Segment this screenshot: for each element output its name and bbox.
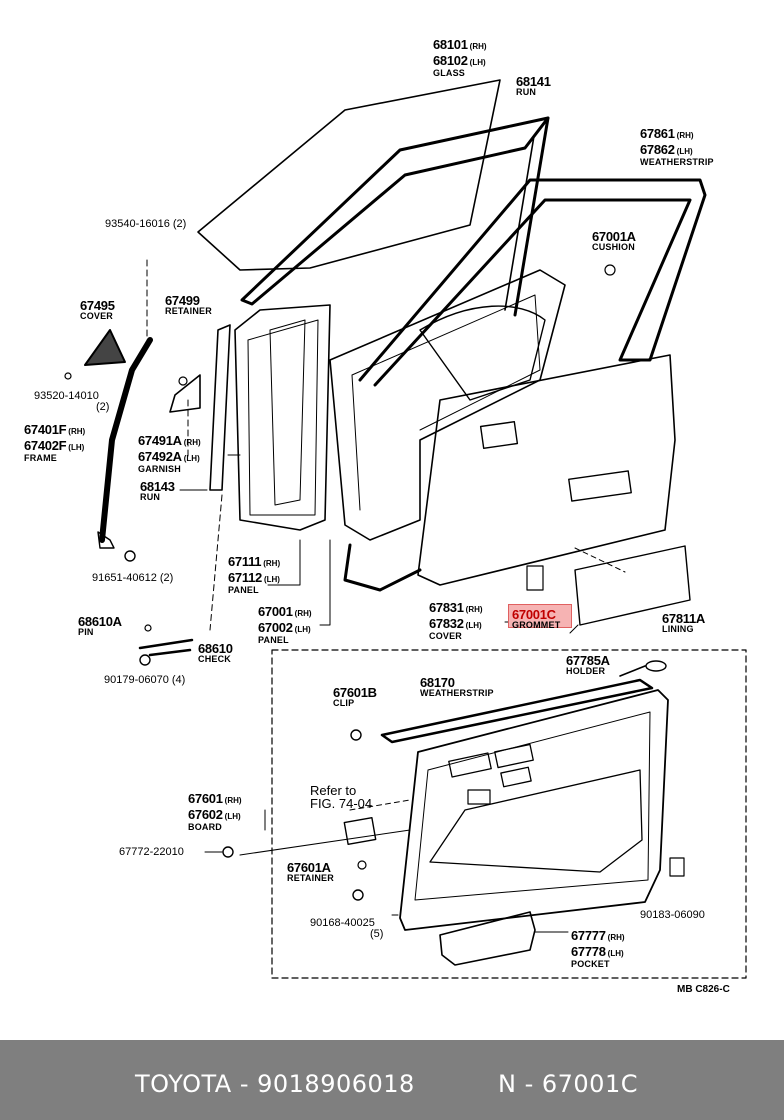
label-bolt-90179: 90179-06070 (4) (104, 674, 186, 686)
label-cover-67831: 67831(RH) 67832(LH) COVER (429, 600, 483, 641)
footer-brand-part-number: TOYOTA - 9018906018 (135, 1070, 415, 1098)
label-panel-67001: 67001(RH) 67002(LH) PANEL (258, 604, 312, 645)
label-run-68141: 68141 RUN (516, 74, 551, 97)
label-run-68143: 68143 RUN (140, 479, 175, 502)
label-grommet: 67001C GROMMET (512, 607, 561, 630)
label-bolt-91651: 91651-40612 (2) (92, 572, 174, 584)
label-cover-67495: 67495 COVER (80, 298, 115, 321)
label-frame: 67401F(RH) 67402F(LH) FRAME (24, 422, 86, 463)
label-weatherstrip-67861: 67861(RH) 67862(LH) WEATHERSTRIP (640, 126, 714, 167)
label-retainer-67499: 67499 RETAINER (165, 293, 212, 316)
label-lining: 67811A LINING (662, 611, 706, 634)
exploded-parts-diagram (64, 79, 747, 979)
label-board: 67601(RH) 67602(LH) BOARD (188, 791, 242, 832)
label-pocket: 67777(RH) 67778(LH) POCKET (571, 928, 625, 969)
label-screw-93520: 93520-14010 (2) (34, 390, 110, 413)
label-glass: 68101(RH) 68102(LH) GLASS (433, 37, 487, 78)
label-weatherstrip-68170: 68170 WEATHERSTRIP (420, 675, 494, 698)
label-clip-90183: 90183-06090 (640, 909, 705, 921)
label-screw-93540: 93540-16016 (2) (105, 218, 187, 230)
label-retainer-67601a: 67601A RETAINER (287, 860, 334, 883)
diagram-code: MB C826-C (677, 984, 730, 995)
label-screw-90168: 90168-40025 (5) (310, 917, 384, 940)
highlight-grommet (508, 604, 572, 628)
label-panel-67111: 67111(RH) 67112(LH) PANEL (228, 554, 281, 595)
label-cushion: 67001A CUSHION (592, 229, 636, 252)
label-bolt-67772: 67772-22010 (119, 846, 184, 858)
footer-bar: TOYOTA - 9018906018 N - 67001C (0, 1040, 784, 1120)
label-holder: 67785A HOLDER (566, 653, 610, 676)
label-clip-67601b: 67601B CLIP (333, 685, 377, 708)
glass-shape (197, 79, 501, 271)
label-pin: 68610A PIN (78, 614, 122, 637)
footer-part-code: N - 67001C (498, 1070, 638, 1098)
label-refer-fig: Refer to FIG. 74-04 (310, 783, 373, 811)
label-check: 68610 CHECK (198, 641, 233, 664)
label-garnish: 67491A(RH) 67492A(LH) GARNISH (138, 433, 201, 474)
